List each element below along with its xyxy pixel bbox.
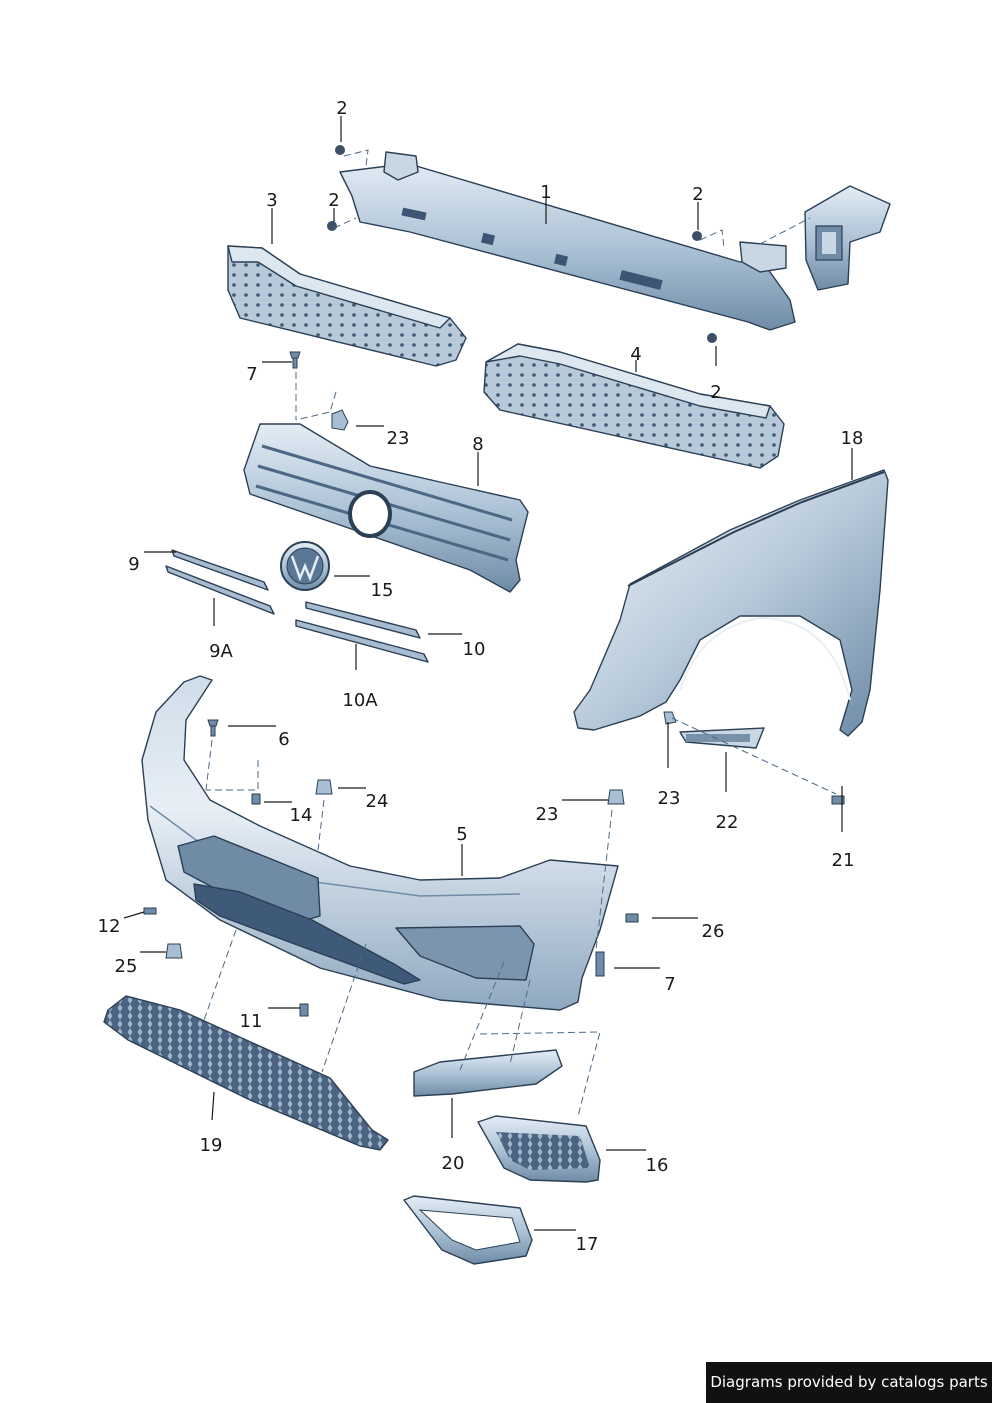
part-19-lower-grille [103,995,389,1151]
callout-7-upper: 7 [246,364,257,385]
part-18-front-wing [573,469,889,737]
part-16-fog-lamp-grille [477,1115,601,1183]
part-20-trim-strip [413,1049,563,1097]
callout-10: 10 [463,639,486,660]
callout-1: 1 [540,182,551,203]
callout-15: 15 [371,580,394,601]
callout-17: 17 [576,1234,599,1255]
callout-23-mid: 23 [658,788,681,809]
callout-26: 26 [702,921,725,942]
part-8-radiator-grille [243,423,529,593]
callout-20: 20 [442,1153,465,1174]
callout-labels: 2 1 2 2 3 4 2 7 23 8 18 9 15 9A 10 10A 6… [98,98,864,1255]
callout-4: 4 [630,344,641,365]
callout-2-top: 2 [336,98,347,119]
callout-14: 14 [290,805,313,826]
part-10-grille-trim-strips-right [295,601,429,663]
callout-18: 18 [841,428,864,449]
part-15-emblem [280,541,330,591]
callout-21: 21 [832,850,855,871]
part-9-grille-trim-strips-left [165,549,275,615]
callout-2-lower: 2 [710,382,721,403]
callout-5: 5 [456,824,467,845]
callout-9A: 9A [209,641,233,662]
callout-6: 6 [278,729,289,750]
callout-2-right: 2 [692,184,703,205]
leader-lines [123,116,853,1231]
callout-9: 9 [128,554,139,575]
part-3-energy-absorber-left [227,245,467,367]
callout-25: 25 [115,956,138,977]
part-4-energy-absorber-right [483,343,785,469]
crossbar-side-bracket [804,185,891,291]
part-17-trim-frame [403,1195,533,1265]
callout-22: 22 [716,812,739,833]
part-22-wing-bracket [679,727,765,749]
callout-19: 19 [200,1135,223,1156]
callout-3: 3 [266,190,277,211]
fastener-clips [165,409,677,959]
fastener-nuts [327,145,717,343]
credit-banner: Diagrams provided by catalogs parts [706,1362,992,1403]
callout-2-left: 2 [328,190,339,211]
part-5-bumper-cover [141,675,619,1011]
fastener-screws [143,351,845,1017]
callout-11: 11 [240,1011,263,1032]
callout-7-lower: 7 [664,974,675,995]
callout-8: 8 [472,434,483,455]
callout-16: 16 [646,1155,669,1176]
callout-23-upper: 23 [387,428,410,449]
callout-24: 24 [366,791,389,812]
callout-10A: 10A [342,690,378,711]
part-1-bumper-crossbar [339,151,796,331]
assembly-dash-lines [203,149,837,1117]
callout-12: 12 [98,916,121,937]
callout-23-right: 23 [536,804,559,825]
